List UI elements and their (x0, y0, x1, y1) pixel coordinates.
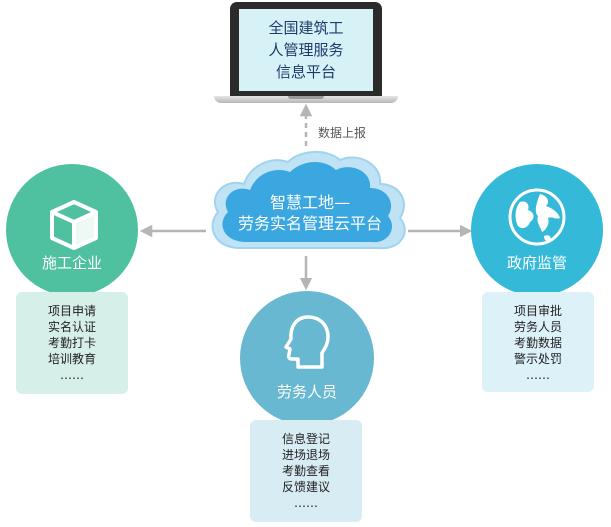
list-item: …… (60, 368, 84, 382)
list-item: 劳务人员 (513, 320, 562, 334)
list-item: 进场退场 (281, 448, 330, 462)
list-item: 项目审批 (513, 304, 562, 318)
worker-functions: 信息登记 进场退场 考勤查看 反馈建议 …… (250, 420, 362, 522)
list-item: …… (526, 368, 550, 382)
enterprise-functions: 项目申请 实名认证 考勤打卡 培训教育 …… (16, 292, 128, 394)
enterprise-node: 施工企业 (6, 164, 138, 296)
list-item: 项目申请 (47, 304, 96, 318)
list-item: 信息登记 (281, 432, 330, 446)
worker-node: 劳务人员 (240, 291, 374, 425)
list-item: 警示处罚 (513, 352, 562, 366)
laptop-base (214, 96, 398, 103)
list-item: 考勤查看 (281, 464, 330, 478)
cloud-icon (211, 151, 406, 250)
laptop-display (239, 9, 373, 91)
person-head-icon (284, 315, 330, 369)
government-label: 政府监管 (506, 254, 567, 272)
list-item: 考勤打卡 (47, 336, 96, 350)
laptop-line-2: 人管理服务 (268, 41, 344, 59)
list-item: 实名认证 (47, 320, 96, 334)
laptop-notch (288, 96, 324, 99)
cloud-platform-title: 智慧工地— 劳务实名管理云平台 (222, 192, 398, 234)
cloud-line-1: 智慧工地— (269, 193, 350, 212)
laptop-line-1: 全国建筑工 (268, 19, 344, 37)
government-node: 政府监管 (471, 164, 603, 296)
enterprise-label: 施工企业 (41, 254, 102, 272)
worker-label: 劳务人员 (276, 383, 337, 401)
list-item: 考勤数据 (513, 336, 562, 350)
government-functions: 项目审批 劳务人员 考勤数据 警示处罚 …… (482, 292, 594, 392)
cloud-line-2: 劳务实名管理云平台 (237, 214, 382, 233)
laptop-line-3: 信息平台 (275, 63, 336, 81)
list-item: 反馈建议 (281, 480, 330, 494)
list-item: 培训教育 (47, 352, 96, 366)
upload-label: 数据上报 (318, 126, 367, 140)
laptop-platform-title: 全国建筑工 人管理服务 信息平台 (239, 9, 373, 91)
cube-icon (50, 200, 98, 250)
globe-icon (508, 188, 566, 246)
list-item: …… (294, 496, 318, 510)
